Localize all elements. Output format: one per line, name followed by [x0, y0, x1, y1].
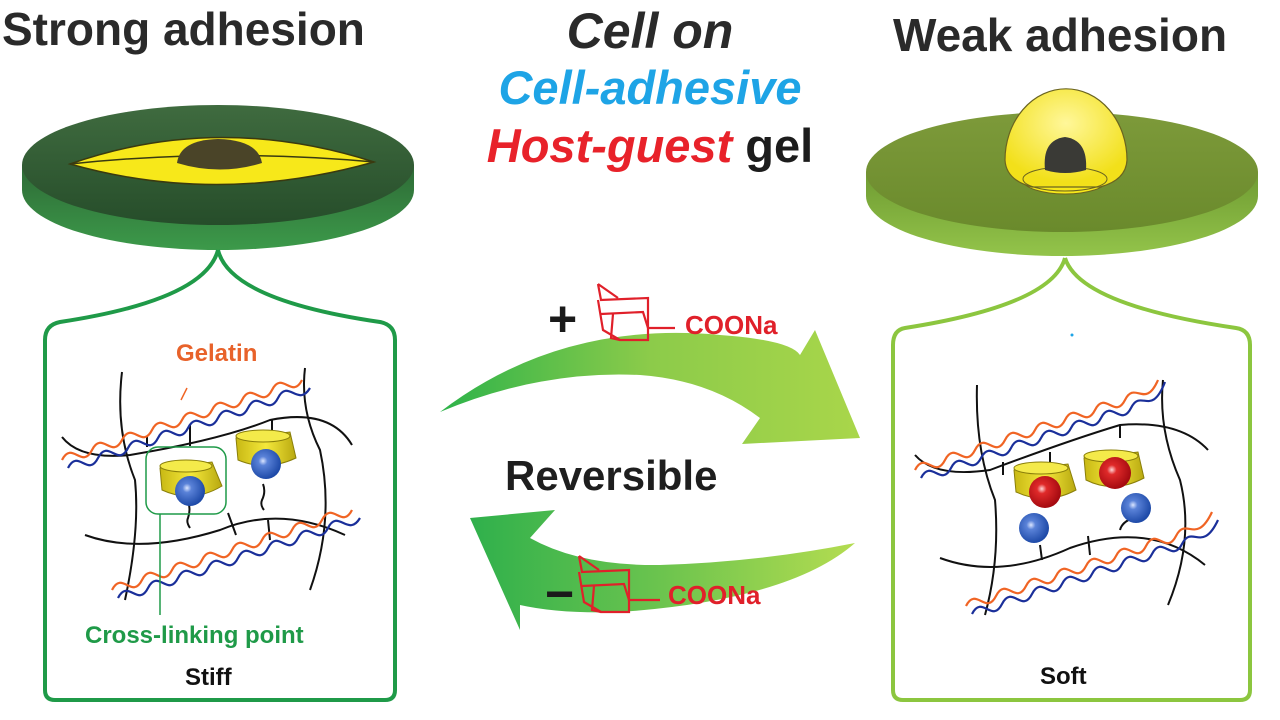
title-gel: gel — [745, 119, 814, 172]
title-host-guest-gel: Host-guest gel — [430, 118, 870, 173]
reversible-label: Reversible — [505, 452, 718, 499]
right-gelatin-helix-top — [914, 379, 1167, 479]
crosslink-highlight — [145, 446, 227, 615]
reagent-label-bottom: COONa — [668, 580, 761, 610]
reagent-label-top: COONa — [685, 310, 778, 340]
right-gelatin-helix-bottom — [965, 511, 1219, 615]
title-cell-on: Cell on — [566, 3, 734, 59]
soft-label: Soft — [1040, 663, 1087, 690]
free-guest-2 — [1121, 493, 1151, 523]
forward-arrow — [440, 330, 860, 444]
host-with-competitor-1 — [1013, 461, 1077, 508]
crosslink-label: Cross-linking point — [85, 622, 304, 649]
rounded-cell — [1004, 88, 1128, 195]
left-gelatin-helix-top — [61, 379, 311, 469]
stray-dot — [1070, 333, 1074, 337]
host-with-competitor-2 — [1083, 449, 1145, 489]
gelatin-pointer — [180, 387, 188, 401]
spread-cell — [67, 136, 377, 186]
reverse-arrow — [470, 510, 855, 630]
remove-sign: − — [545, 566, 575, 622]
weak-adhesion-title: Weak adhesion — [893, 9, 1228, 61]
gelatin-label: Gelatin — [176, 340, 258, 367]
right-polymer-network — [914, 379, 1209, 616]
title-cell-adhesive: Cell-adhesive — [498, 61, 802, 114]
stiff-label: Stiff — [185, 664, 232, 691]
add-sign: + — [548, 291, 578, 347]
adamantane-structure-top — [596, 283, 675, 342]
title-host-guest: Host-guest — [486, 119, 733, 172]
strong-adhesion-title: Strong adhesion — [2, 3, 365, 55]
left-gelatin-helix-bottom — [111, 509, 361, 599]
host-guest-complex-2 — [235, 429, 297, 479]
free-guest-1 — [1019, 513, 1049, 543]
left-polymer-network — [61, 367, 353, 601]
host-guest-complex-1 — [159, 459, 223, 506]
adamantane-structure-bottom — [577, 555, 660, 614]
